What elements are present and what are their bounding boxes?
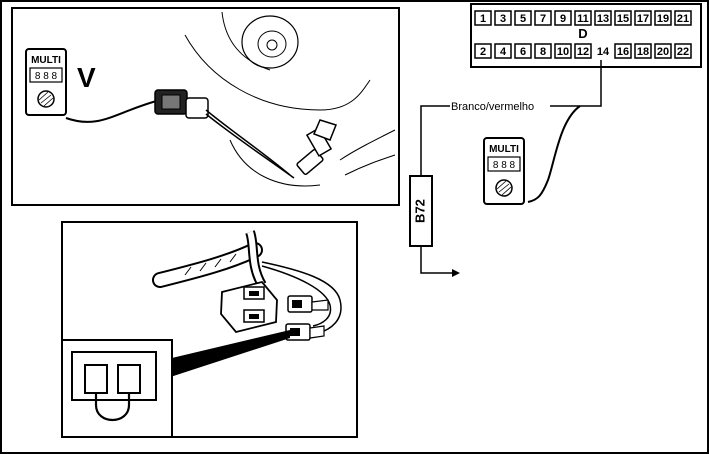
pin-label: 13 bbox=[597, 13, 609, 25]
pin-label: 21 bbox=[677, 13, 689, 25]
pin-box bbox=[674, 10, 692, 26]
connector-block-letter: D bbox=[578, 26, 587, 41]
probe-plug-1 bbox=[287, 295, 329, 313]
arrow-right-icon bbox=[452, 269, 460, 277]
pin-label: 18 bbox=[637, 46, 649, 58]
pin-label: 3 bbox=[500, 13, 506, 25]
probe-plug-2 bbox=[285, 323, 325, 341]
pin-box bbox=[474, 43, 492, 59]
pin-label: 2 bbox=[480, 46, 486, 58]
multimeter-2: MULTI 8 8 8 bbox=[483, 137, 525, 205]
pin-label: 9 bbox=[560, 13, 566, 25]
multimeter-2-label: MULTI bbox=[489, 144, 519, 155]
pin-label: 1 bbox=[480, 13, 486, 25]
oxygen-sensor bbox=[296, 119, 337, 176]
pin-box bbox=[674, 43, 692, 59]
sensor-connector bbox=[154, 89, 209, 119]
pin-label: 17 bbox=[637, 13, 649, 25]
jumper-detail bbox=[61, 339, 173, 438]
pin-label: 22 bbox=[677, 46, 689, 58]
panel-frame bbox=[11, 7, 400, 206]
pin-box bbox=[614, 43, 632, 59]
sensor-voltage-panel: MULTI 8 8 8 V bbox=[11, 7, 400, 206]
bottom-pin-row: 2 4 6 8 10 12 14 16 18 20 22 bbox=[474, 43, 692, 59]
harness-connector bbox=[220, 280, 278, 334]
zoom-callout bbox=[155, 330, 290, 382]
pin-box bbox=[514, 10, 532, 26]
pin-box bbox=[554, 10, 572, 26]
pin-label: 12 bbox=[577, 46, 589, 58]
pin-label: 11 bbox=[577, 13, 589, 25]
ground-wire bbox=[420, 246, 452, 274]
multimeter-1: MULTI 8 8 8 bbox=[25, 48, 67, 116]
multimeter-2-display: 8 8 8 bbox=[493, 160, 516, 171]
pin-label: 7 bbox=[540, 13, 546, 25]
multimeter-2-lead bbox=[527, 105, 581, 203]
pin-label: 16 bbox=[617, 46, 629, 58]
voltage-symbol: V bbox=[77, 62, 96, 93]
pin-label: 8 bbox=[540, 46, 546, 58]
pin-label: 5 bbox=[520, 13, 526, 25]
pin-box bbox=[494, 10, 512, 26]
pin-label: 6 bbox=[520, 46, 526, 58]
pin-box bbox=[634, 10, 652, 26]
pin-label: 10 bbox=[557, 46, 569, 58]
pin-box bbox=[534, 10, 552, 26]
pin-label-highlighted: 14 bbox=[597, 46, 610, 58]
pin-label: 4 bbox=[500, 46, 507, 58]
pin-box bbox=[594, 10, 612, 26]
pin-box bbox=[474, 10, 492, 26]
pin-box bbox=[614, 10, 632, 26]
pulley-outline bbox=[241, 15, 299, 69]
pin-box bbox=[494, 43, 512, 59]
jumper-wire bbox=[94, 393, 131, 421]
pin-box bbox=[514, 43, 532, 59]
pin-box bbox=[654, 43, 672, 59]
pin-label: 20 bbox=[657, 46, 669, 58]
pin-box bbox=[574, 43, 592, 59]
jumper-panel bbox=[61, 221, 358, 438]
component-label: B72 bbox=[412, 199, 427, 223]
pin-box bbox=[634, 43, 652, 59]
pin-label: 19 bbox=[657, 13, 669, 25]
component-b72: B72 bbox=[409, 175, 433, 247]
multimeter-1-label: MULTI bbox=[31, 55, 61, 66]
multimeter-1-display: 8 8 8 bbox=[35, 71, 58, 82]
pin-box bbox=[654, 10, 672, 26]
pin-box bbox=[554, 43, 572, 59]
wire-color-label: Branco/vermelho bbox=[451, 101, 534, 113]
pin-box bbox=[534, 43, 552, 59]
pin-box bbox=[574, 10, 592, 26]
pin-label: 15 bbox=[617, 13, 629, 25]
